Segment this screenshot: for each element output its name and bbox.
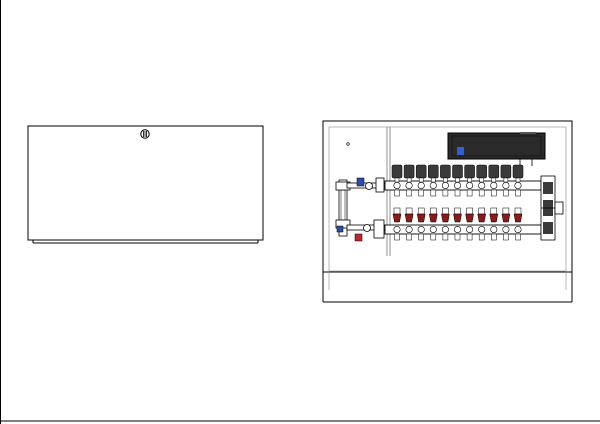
cabinet-inner-frame [328,126,567,272]
flow-meter-5 [441,207,450,223]
flow-meter-4 [428,207,438,223]
bottom-outlet-5 [442,233,449,241]
top-outlet-9 [491,189,497,197]
actuator-head-8 [476,164,487,183]
cabinet-door-panel [27,125,264,241]
bottom-coupling-3 [417,226,425,234]
bottom-coupling-6 [453,226,461,234]
top-coupling-3 [417,182,425,190]
bottom-coupling-11 [514,226,522,234]
top-coupling-1 [393,182,401,190]
open-cabinet-view [322,120,573,303]
actuator-head-2 [403,164,415,183]
flow-meter-2 [404,207,414,223]
flow-meter-3 [416,207,426,223]
top-outlet-1 [394,189,400,197]
bottom-coupling-10 [502,226,510,234]
flow-meter-10 [501,207,511,223]
actuator-head-4 [428,164,439,183]
bottom-outlet-10 [503,233,509,241]
manifold-top-bar [384,164,542,197]
actuator-head-3 [415,164,427,183]
flow-meter-7 [465,207,474,223]
bottom-coupling-8 [478,226,486,234]
top-coupling-6 [453,182,461,190]
top-coupling-2 [405,182,413,190]
front-cover-view [27,125,264,244]
top-outlet-6 [454,189,461,197]
top-outlet-5 [442,189,449,197]
actuator-head-11 [512,164,524,183]
bottom-outlet-1 [394,233,400,241]
bottom-outlet-7 [466,233,473,241]
top-outlet-11 [515,189,521,197]
mounting-hole-icon [346,142,350,146]
top-coupling-11 [514,182,522,190]
bottom-coupling-1 [393,226,401,234]
bottom-coupling-2 [405,226,413,234]
door-lock-icon [140,129,150,139]
actuator-head-6 [452,164,463,183]
top-outlet-7 [466,189,473,197]
top-outlet-8 [478,189,485,197]
top-coupling-5 [441,182,449,190]
actuator-head-7 [464,164,475,183]
bottom-outlet-2 [406,233,412,241]
bottom-outlet-6 [454,233,461,241]
bottom-coupling-7 [466,226,474,234]
flow-meter-9 [489,207,499,223]
top-coupling-4 [429,182,437,190]
supply-valve-blue-icon [356,177,365,187]
control-box [447,132,546,166]
top-coupling-8 [478,182,486,190]
flow-meter-6 [453,207,462,223]
actuator-head-9 [488,164,500,183]
top-coupling-10 [502,182,510,190]
bottom-coupling-9 [490,226,498,234]
bottom-outlet-11 [515,233,521,241]
manifold-bottom-bar [384,207,542,241]
end-valve-assembly [540,175,564,241]
top-outlet-4 [430,189,437,197]
flow-meter-11 [513,207,523,223]
bottom-coupling-4 [429,226,437,234]
bottom-outlet-4 [430,233,437,241]
return-valve-red-icon [354,233,363,242]
control-box-label-icon [457,147,464,155]
top-outlet-2 [406,189,412,197]
bottom-coupling-5 [441,226,449,234]
top-coupling-7 [466,182,474,190]
bottom-outlet-9 [491,233,497,241]
actuator-head-10 [500,164,512,183]
return-valve-blue-icon [336,225,344,233]
bottom-outlet-8 [478,233,485,241]
top-coupling-9 [490,182,498,190]
top-outlet-3 [418,189,424,197]
bottom-outlet-3 [418,233,424,241]
flow-meter-1 [392,207,402,223]
top-outlet-10 [503,189,509,197]
flow-meter-8 [477,207,487,223]
supply-pipe-assembly [335,177,386,242]
